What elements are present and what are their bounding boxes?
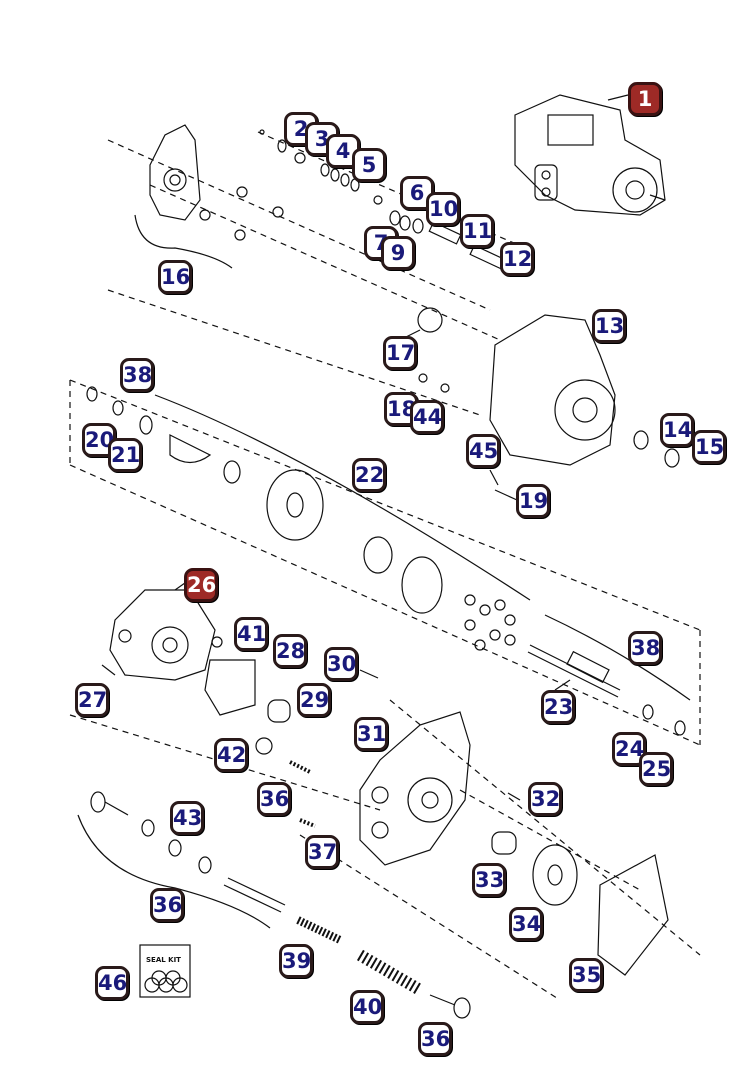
callout-5[interactable]: 5 [352,148,386,182]
callout-36-left[interactable]: 36 [150,888,184,922]
callout-9[interactable]: 9 [381,236,415,270]
callout-14[interactable]: 14 [660,413,694,447]
callout-31[interactable]: 31 [354,717,388,751]
callout-38-top[interactable]: 38 [120,358,154,392]
callout-42[interactable]: 42 [214,738,248,772]
callout-12[interactable]: 12 [500,242,534,276]
callout-23[interactable]: 23 [541,690,575,724]
port-block-illustration [101,589,256,716]
housing-illustration [417,307,680,486]
callout-29[interactable]: 29 [297,683,331,717]
callout-21[interactable]: 21 [108,438,142,472]
callout-13[interactable]: 13 [592,309,626,343]
callout-10[interactable]: 10 [426,192,460,226]
callout-44[interactable]: 44 [410,400,444,434]
callout-38-right[interactable]: 38 [628,631,662,665]
callout-37[interactable]: 37 [305,835,339,869]
callout-46[interactable]: 46 [95,966,129,1000]
callout-24[interactable]: 24 [612,732,646,766]
callout-22[interactable]: 22 [352,458,386,492]
callout-36-upper[interactable]: 36 [257,782,291,816]
callout-39[interactable]: 39 [279,944,313,978]
callout-26[interactable]: 26 [184,568,218,602]
callout-32[interactable]: 32 [528,782,562,816]
callout-41[interactable]: 41 [234,617,268,651]
gear-pump-parts-illustration [491,792,669,976]
callout-35[interactable]: 35 [569,958,603,992]
callout-43[interactable]: 43 [170,801,204,835]
end-cover-illustration [134,124,284,269]
callout-36-bottom[interactable]: 36 [418,1022,452,1056]
callout-40[interactable]: 40 [350,990,384,1024]
callout-30[interactable]: 30 [324,647,358,681]
rear-cover-illustration [267,669,471,866]
callout-16[interactable]: 16 [158,260,192,294]
callout-1[interactable]: 1 [628,82,662,116]
rotating-group-illustration [86,386,531,651]
valve-spool-illustration [77,737,471,1019]
pump-assembly-illustration [514,94,666,216]
seal-kit-icon [139,944,191,998]
control-small-parts [259,129,519,276]
callout-11[interactable]: 11 [460,214,494,248]
seal-kit-label: SEAL KIT [146,956,181,964]
callout-3[interactable]: 3 [305,122,339,156]
callout-45[interactable]: 45 [466,434,500,468]
callout-25[interactable]: 25 [639,752,673,786]
callout-15[interactable]: 15 [692,430,726,464]
callout-34[interactable]: 34 [509,907,543,941]
callout-28[interactable]: 28 [273,634,307,668]
callout-27[interactable]: 27 [75,683,109,717]
alignment-lines [69,131,701,1001]
drive-shaft-illustration [527,614,691,736]
callout-17[interactable]: 17 [383,336,417,370]
callout-19[interactable]: 19 [516,484,550,518]
callout-33[interactable]: 33 [472,863,506,897]
